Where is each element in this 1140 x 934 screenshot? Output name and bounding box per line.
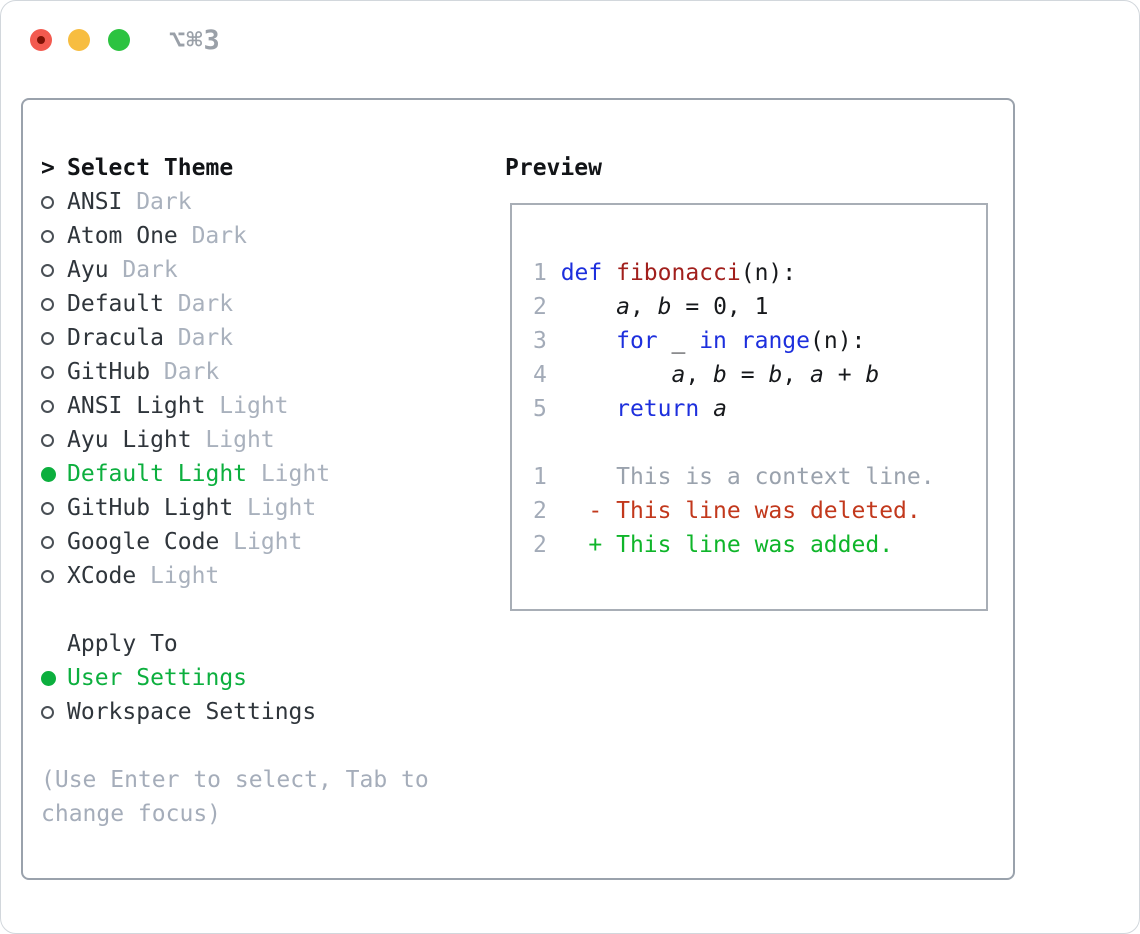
- theme-item-label: Default Light: [67, 461, 248, 487]
- code-line: 4 a, b = b, a + b: [533, 362, 880, 388]
- code-line: 1 This is a context line.: [533, 464, 935, 490]
- theme-item-xcode[interactable]: XCode Light: [41, 559, 501, 593]
- theme-item-github-light[interactable]: GitHub Light Light: [41, 491, 501, 525]
- radio-icon: [41, 535, 54, 549]
- theme-item-tag: Dark: [122, 257, 178, 283]
- code-line: [533, 426, 986, 460]
- theme-item-label: Ayu: [67, 257, 109, 283]
- apply-item-user-settings[interactable]: User Settings: [41, 661, 501, 695]
- help-text: (Use Enter to select, Tab to change focu…: [41, 767, 429, 827]
- theme-item-atom-one[interactable]: Atom One Dark: [41, 219, 501, 253]
- theme-item-tag: Dark: [191, 223, 247, 249]
- theme-item-tag: Light: [205, 427, 275, 453]
- theme-item-default[interactable]: Default Dark: [41, 287, 501, 321]
- radio-icon: [41, 297, 54, 311]
- code-line: 2 a, b = 0, 1: [533, 294, 769, 320]
- theme-item-google-code[interactable]: Google Code Light: [41, 525, 501, 559]
- apply-to-header-row: Apply To: [41, 627, 501, 661]
- theme-item-ayu[interactable]: Ayu Dark: [41, 253, 501, 287]
- code-preview: 1 def fibonacci(n): 2 a, b = 0, 1 3 for _ …: [533, 256, 986, 562]
- close-button[interactable]: [30, 29, 52, 51]
- theme-item-github[interactable]: GitHub Dark: [41, 355, 501, 389]
- theme-item-label: Dracula: [67, 325, 164, 351]
- radio-icon: [41, 501, 54, 515]
- spacer: [41, 729, 501, 763]
- theme-item-label: Atom One: [67, 223, 178, 249]
- code-line: 2 - This line was deleted.: [533, 498, 921, 524]
- theme-item-tag: Dark: [177, 325, 234, 351]
- theme-item-tag: Dark: [136, 189, 192, 215]
- radio-icon: [41, 195, 54, 209]
- theme-item-dracula[interactable]: Dracula Dark: [41, 321, 501, 355]
- select-theme-header: Select Theme: [67, 155, 234, 181]
- theme-item-ansi[interactable]: ANSI Dark: [41, 185, 501, 219]
- theme-item-ayu-light[interactable]: Ayu Light Light: [41, 423, 501, 457]
- spacer: [41, 593, 501, 627]
- cursor-icon: >: [41, 155, 55, 181]
- apply-item-label: User Settings: [67, 665, 248, 691]
- theme-item-tag: Light: [233, 529, 303, 555]
- radio-icon: [41, 399, 54, 413]
- theme-item-tag: Light: [246, 495, 317, 521]
- radio-icon: [41, 229, 54, 243]
- preview-code-box: 1 def fibonacci(n): 2 a, b = 0, 1 3 for _ …: [510, 203, 988, 611]
- theme-item-label: Default: [67, 291, 164, 317]
- apply-item-workspace-settings[interactable]: Workspace Settings: [41, 695, 501, 729]
- code-line: 5 return a: [533, 396, 727, 422]
- apply-to-header: Apply To: [67, 631, 178, 657]
- select-theme-header-row: > Select Theme: [41, 151, 501, 185]
- zoom-button[interactable]: [108, 29, 130, 51]
- radio-icon: [41, 365, 54, 379]
- radio-icon: [41, 433, 54, 447]
- theme-item-label: Ayu Light: [67, 427, 192, 453]
- theme-item-label: XCode: [67, 563, 137, 589]
- code-line: 1 def fibonacci(n):: [533, 260, 797, 286]
- apply-item-label: Workspace Settings: [67, 699, 317, 725]
- theme-item-tag: Light: [219, 393, 289, 419]
- theme-item-tag: Light: [260, 461, 331, 487]
- code-line: 3 for _ in range(n):: [533, 328, 866, 354]
- window-title: ⌥⌘3: [169, 25, 221, 56]
- radio-icon: [41, 705, 54, 719]
- selected-radio-icon: [41, 670, 56, 686]
- theme-item-tag: Dark: [177, 291, 234, 317]
- selected-radio-icon: [41, 466, 56, 482]
- theme-item-label: ANSI: [67, 189, 123, 215]
- theme-item-label: Google Code: [67, 529, 220, 555]
- preview-header: Preview: [505, 155, 602, 181]
- radio-icon: [41, 263, 54, 277]
- theme-item-ansi-light[interactable]: ANSI Light Light: [41, 389, 501, 423]
- theme-item-tag: Dark: [163, 359, 220, 385]
- theme-item-label: GitHub: [67, 359, 151, 385]
- theme-item-label: ANSI Light: [67, 393, 206, 419]
- radio-icon: [41, 331, 54, 345]
- theme-item-label: GitHub Light: [67, 495, 234, 521]
- title-bar: ⌥⌘3: [1, 1, 1139, 98]
- theme-item-default-light[interactable]: Default Light Light: [41, 457, 501, 491]
- minimize-button[interactable]: [68, 29, 90, 51]
- radio-icon: [41, 569, 54, 583]
- theme-item-tag: Light: [150, 563, 220, 589]
- code-line: 2 + This line was added.: [533, 532, 894, 558]
